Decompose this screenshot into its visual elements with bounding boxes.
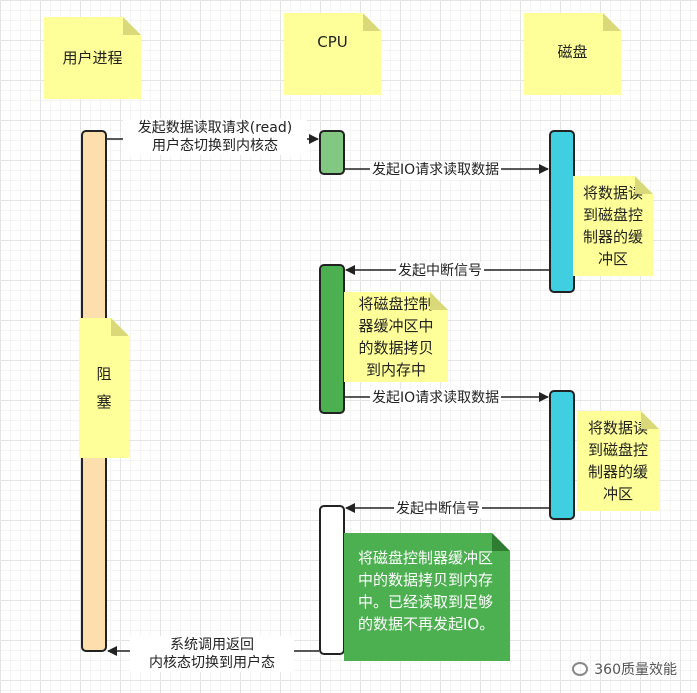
note-block: 阻塞 [79,318,129,458]
lane-header-disk: 磁盘 [524,13,621,95]
label-read-request-line2: 用户态切换到内核态 [152,138,278,154]
note-disk-copy-2: 将数据读到磁盘控制器的缓冲区 [577,411,659,511]
label-interrupt-1: 发起中断信号 [396,262,484,280]
note-block-text: 阻塞 [96,365,112,411]
disk-bar-2 [549,390,575,520]
label-io-request-2: 发起IO请求读取数据 [370,389,502,407]
watermark: 360质量效能 [572,659,677,679]
note-cpu-final-text: 将磁盘控制器缓冲区中的数据拷贝到内存中。已经读取到足够的数据不再发起IO。 [358,549,495,633]
note-cpu-final: 将磁盘控制器缓冲区中的数据拷贝到内存中。已经读取到足够的数据不再发起IO。 [344,533,510,661]
chat-bubble-icon [572,662,589,676]
label-return-line1: 系统调用返回 [170,637,254,653]
lane-header-disk-label: 磁盘 [557,43,588,61]
note-cpu-copy-1: 将磁盘控制器缓冲区中的数据拷贝到内存中 [344,292,448,382]
note-disk-copy-1: 将数据读到磁盘控制器的缓冲区 [573,176,653,276]
cpu-bar-1 [319,130,345,175]
note-disk-copy-2-text: 将数据读到磁盘控制器的缓冲区 [587,419,648,503]
label-read-request: 发起数据读取请求(read) 用户态切换到内核态 [123,119,307,155]
label-interrupt-2: 发起中断信号 [394,500,482,518]
watermark-text: 360质量效能 [594,662,677,678]
label-io-request-1: 发起IO请求读取数据 [370,161,502,179]
note-disk-copy-1-text: 将数据读到磁盘控制器的缓冲区 [582,184,643,268]
lane-header-user-label: 用户进程 [62,49,123,67]
label-read-request-line1: 发起数据读取请求(read) [137,120,293,136]
lane-header-cpu-label: CPU [317,33,348,51]
note-cpu-copy-1-text: 将磁盘控制器缓冲区中的数据拷贝到内存中 [358,295,434,379]
label-return: 系统调用返回 内核态切换到用户态 [130,636,294,672]
lane-header-user: 用户进程 [44,17,141,99]
label-return-line2: 内核态切换到用户态 [149,655,275,671]
